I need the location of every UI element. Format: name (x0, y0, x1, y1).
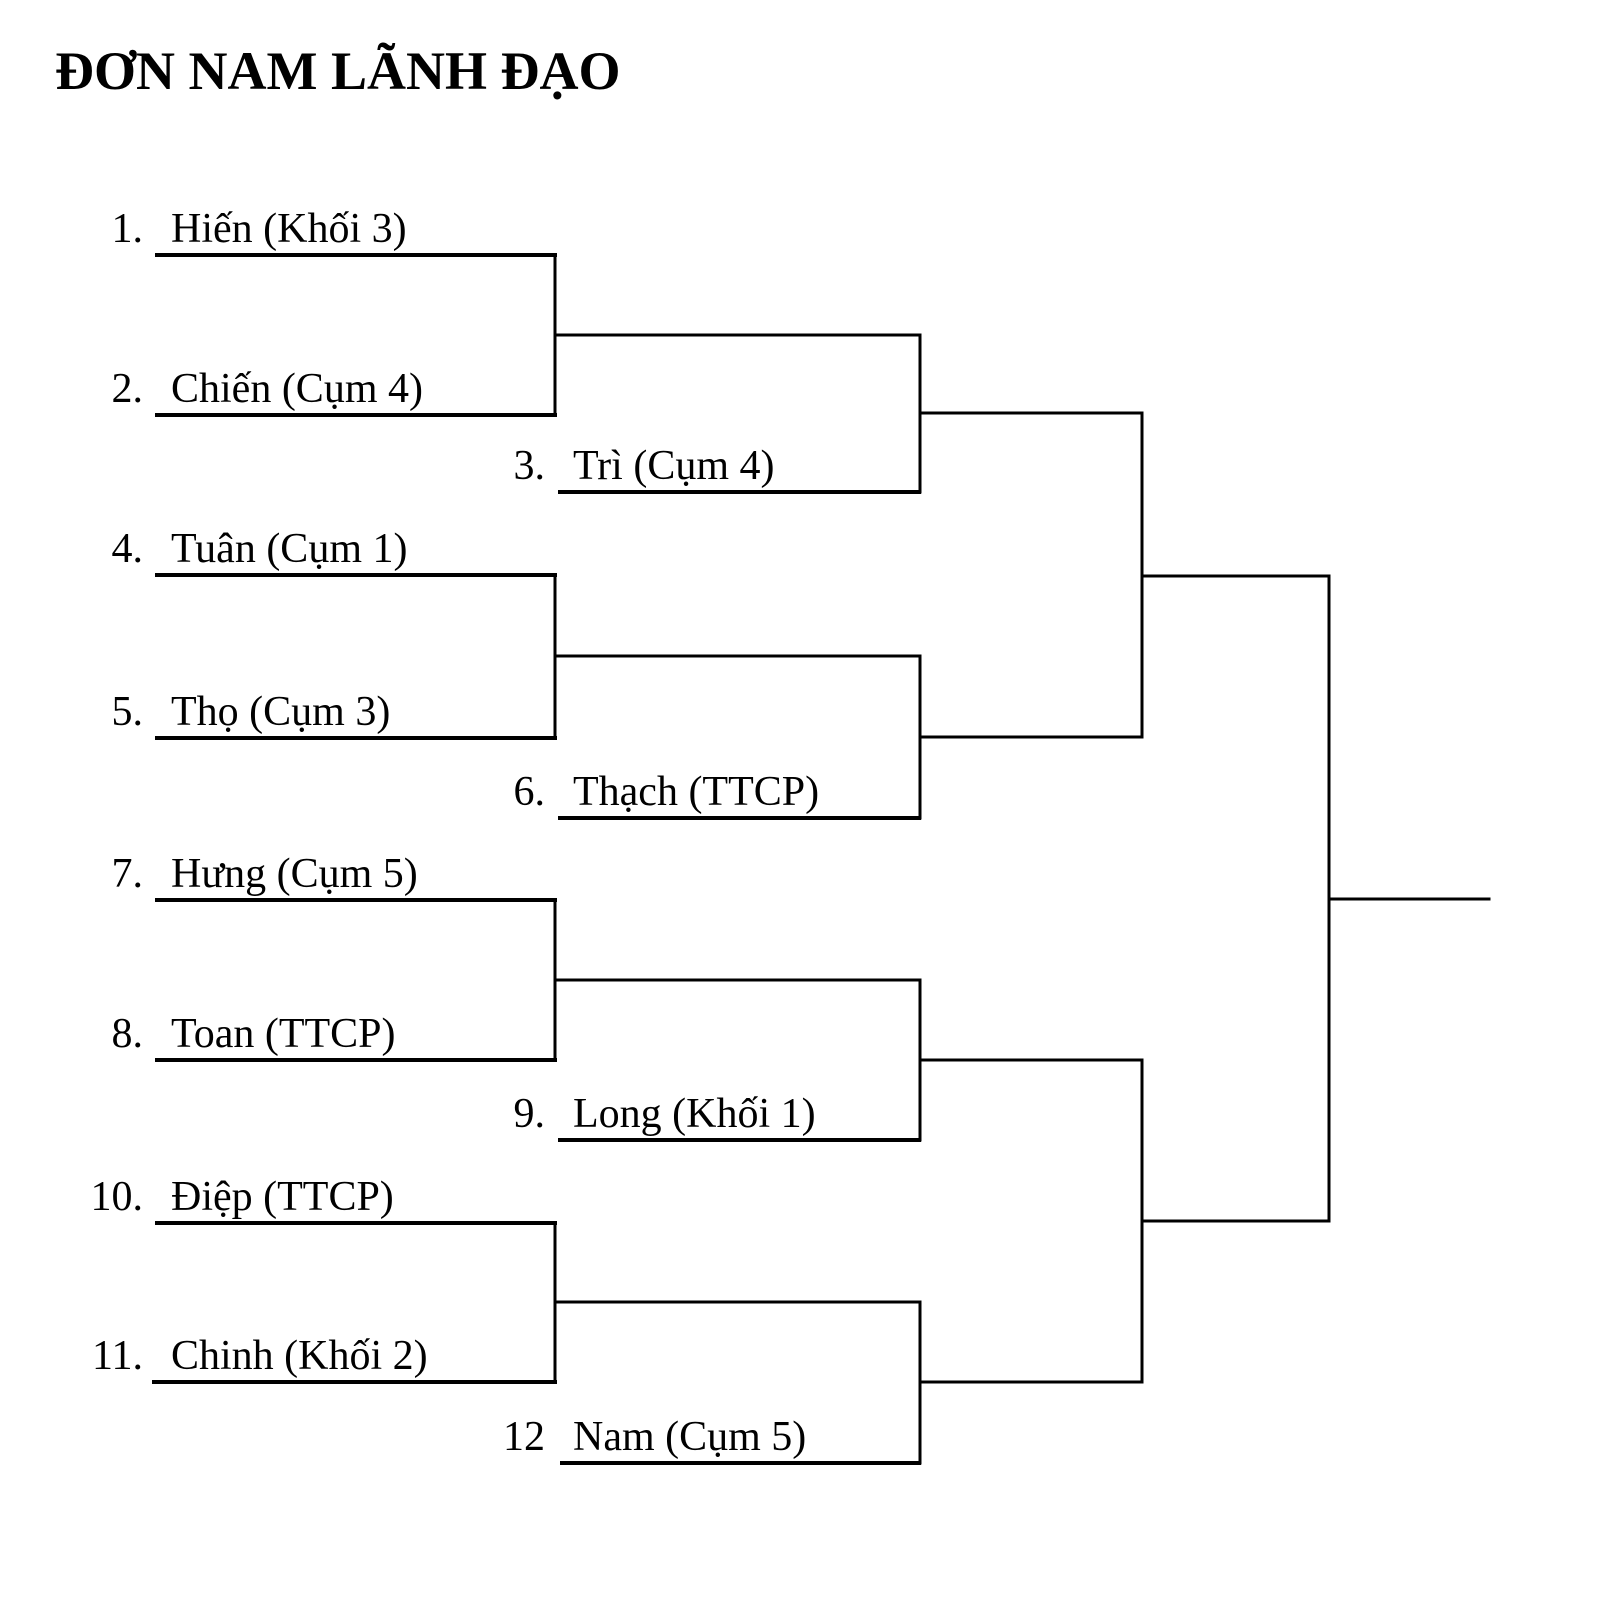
entry-name: Tuân (Cụm 1) (171, 526, 408, 572)
bracket-entry-6: 6. Thạch (TTCP) (492, 766, 820, 818)
bracket-entry-10: 10. Điệp (TTCP) (90, 1171, 394, 1223)
entry-seed: 6. (513, 769, 546, 815)
entry-name: Nam (Cụm 5) (573, 1414, 807, 1460)
entry-seed: 1. (111, 206, 144, 252)
entry-name: Điệp (TTCP) (171, 1174, 394, 1220)
entry-seed: 4. (111, 526, 144, 572)
entry-name: Toan (TTCP) (171, 1011, 396, 1057)
entry-name: Chinh (Khối 2) (171, 1333, 428, 1379)
bracket-entry-12: 12 Nam (Cụm 5) (492, 1411, 806, 1463)
final-connector (1327, 574, 1491, 1223)
entry-seed: 5. (111, 689, 144, 735)
entry-seed: 3. (513, 443, 546, 489)
entry-seed: 2. (111, 366, 144, 412)
entry-seed: 10. (90, 1174, 144, 1220)
entry-seed: 7. (111, 851, 144, 897)
round2-connectors (918, 333, 1144, 1465)
entry-name: Hiến (Khối 3) (171, 206, 407, 252)
entry-seed: 9. (513, 1091, 546, 1137)
bracket-entry-11: 11. Chinh (Khối 2) (90, 1330, 428, 1382)
entry-name: Thạch (TTCP) (573, 769, 820, 815)
bracket-entry-9: 9. Long (Khối 1) (492, 1088, 816, 1140)
entry-name: Trì (Cụm 4) (573, 443, 775, 489)
entry-name: Hưng (Cụm 5) (171, 851, 418, 897)
entry-underlines (152, 253, 921, 1465)
bracket-entry-3: 3. Trì (Cụm 4) (492, 440, 775, 492)
bracket-entry-1: 1. Hiến (Khối 3) (90, 203, 407, 255)
page-title: ĐƠN NAM LÃNH ĐẠO (55, 41, 621, 101)
entry-seed: 12 (503, 1414, 545, 1460)
bracket-entry-5: 5. Thọ (Cụm 3) (90, 686, 391, 738)
entry-name: Chiến (Cụm 4) (171, 366, 423, 412)
round1-connectors (553, 253, 922, 1384)
bracket-entry-7: 7. Hưng (Cụm 5) (90, 848, 418, 900)
entry-seed: 8. (111, 1011, 144, 1057)
semifinal-connectors (1140, 411, 1331, 1384)
bracket-entry-4: 4. Tuân (Cụm 1) (90, 523, 408, 575)
entry-name: Thọ (Cụm 3) (171, 689, 391, 735)
entry-seed: 11. (92, 1333, 143, 1379)
bracket-entry-2: 2. Chiến (Cụm 4) (90, 363, 423, 415)
entry-name: Long (Khối 1) (573, 1091, 816, 1137)
bracket-entry-8: 8. Toan (TTCP) (90, 1008, 396, 1060)
